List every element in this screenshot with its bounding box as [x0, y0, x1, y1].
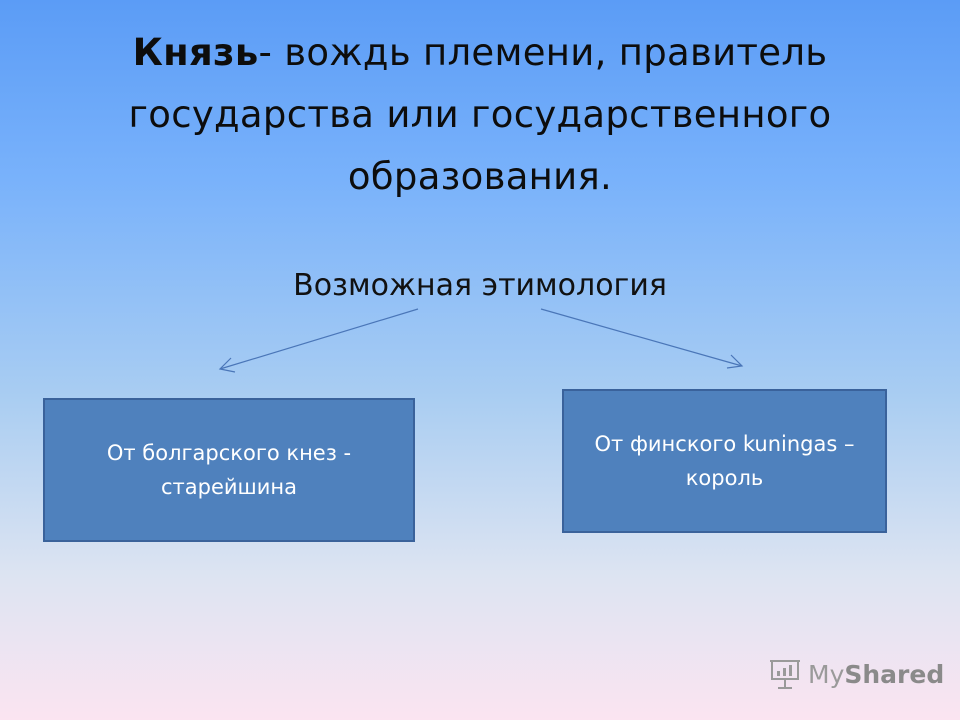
box-bulgarian: От болгарского кнез - старейшина	[43, 398, 415, 542]
arrow-left-head-icon	[218, 357, 236, 373]
arrow-right-line	[540, 308, 743, 367]
arrow-right-head-icon	[726, 354, 744, 369]
definition: - вождь племени, правитель государства и…	[128, 31, 832, 198]
term: Князь	[132, 31, 259, 74]
watermark-logo: MyShared	[768, 654, 944, 694]
brand-light: My	[808, 659, 845, 689]
presentation-board-icon	[770, 660, 800, 689]
brand-bold: Shared	[844, 659, 945, 689]
watermark-text: MyShared	[808, 660, 944, 689]
box-finnish: От финского kuningas – король	[562, 389, 887, 533]
arrow-left-line	[219, 308, 419, 370]
slide-title: Князь- вождь племени, правитель государс…	[60, 22, 900, 208]
etymology-heading: Возможная этимология	[293, 268, 667, 303]
